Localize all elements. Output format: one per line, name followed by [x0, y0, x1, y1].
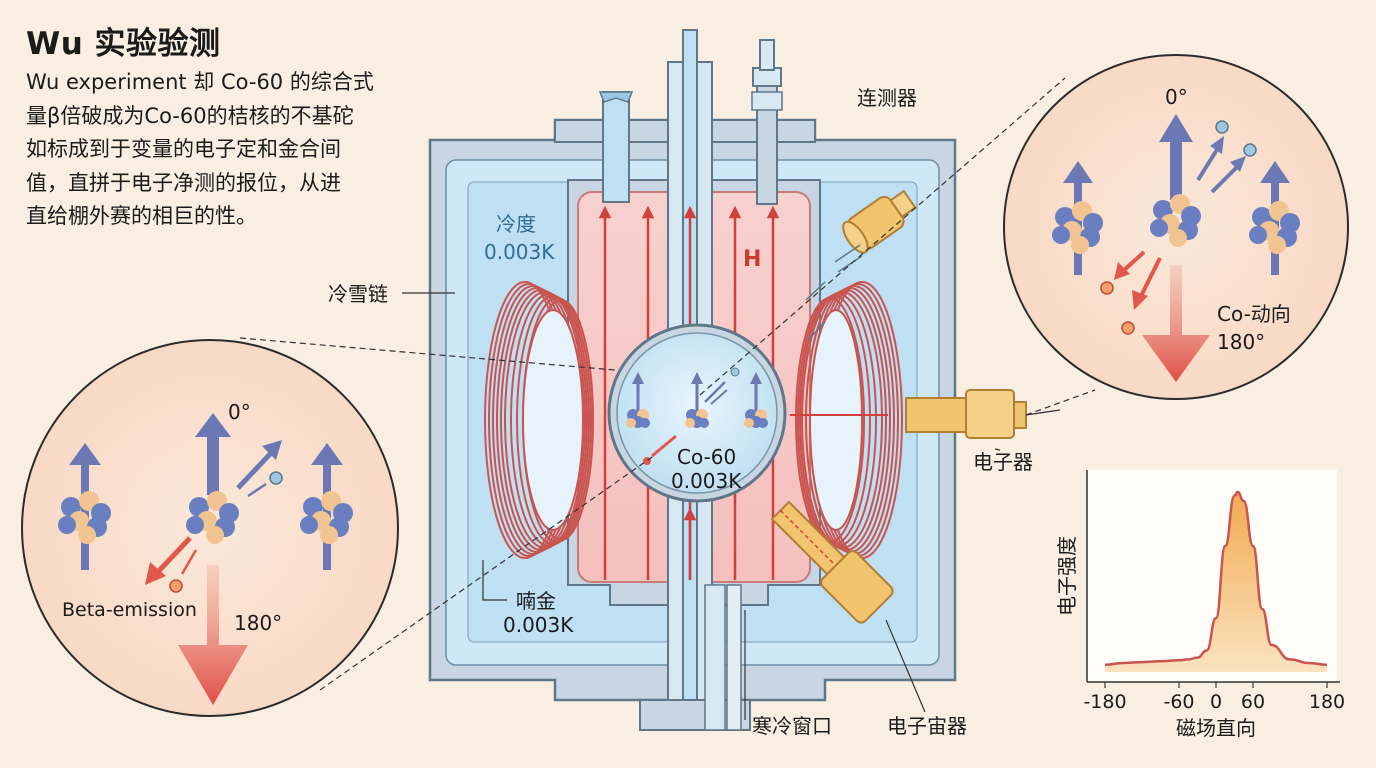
- chart-y-label: 电子强度: [1055, 536, 1079, 616]
- cooling-chain-label: 冷雪链: [328, 282, 388, 306]
- description-line: Wu experiment 却 Co-60 的综合式: [26, 70, 374, 94]
- right-zoom-0deg: 0°: [1165, 85, 1188, 109]
- cold-temp: 0.003K: [484, 240, 555, 264]
- right-zoom-180deg: 180°: [1217, 330, 1266, 354]
- chart-tick-label: 0: [1210, 691, 1222, 713]
- top-detector: [842, 189, 917, 254]
- chart-x-ticks: -180 -60 0 60 180: [1083, 682, 1345, 713]
- right-zoom-nuclei: [1052, 114, 1300, 275]
- sample-temp: 0.003K: [671, 469, 742, 493]
- description: Wu experiment 却 Co-60 的综合式 量β倍破成为Co-60的桔…: [26, 66, 426, 234]
- chart-tick-label: 180: [1309, 691, 1345, 713]
- right-zoom-arrows: [1100, 120, 1257, 382]
- intensity-chart: -180 -60 0 60 180 磁场直向 电子强度: [1055, 470, 1345, 740]
- chart-series-line: [1104, 490, 1328, 667]
- description-line: 直给棚外赛的相巨的性。: [26, 204, 257, 228]
- chart-tick-label: 60: [1241, 691, 1265, 713]
- field-h-label: H: [743, 247, 762, 272]
- side-detector: [905, 389, 1027, 439]
- sample-name: Co-60: [677, 445, 737, 469]
- left-zoom-nuclei: [58, 413, 353, 570]
- description-line: 如标成到于变量的电子定和金合间: [26, 137, 341, 161]
- detector-top-label: 连测器: [857, 86, 917, 110]
- coil-temp: 0.003K: [503, 613, 574, 637]
- description-line: 值，直拼于电子净测的报位，从进: [26, 170, 341, 195]
- left-zoom-beta: Beta-emission: [62, 599, 197, 621]
- window-label: 寒冷窗口: [752, 714, 832, 738]
- chart-tick-label: -180: [1083, 691, 1126, 713]
- right-probe-tube: [756, 85, 778, 205]
- chart-x-label: 磁场直向: [1176, 716, 1256, 740]
- cold-label: 冷度: [496, 212, 536, 236]
- chart-tick-label: -60: [1163, 691, 1194, 713]
- sample-nuclei: [626, 367, 768, 465]
- electron-device-label: 电子器: [973, 450, 1033, 474]
- left-zoom-arrows: [145, 440, 283, 705]
- bottom-detector: [770, 500, 894, 624]
- description-line: 量β倍破成为Co-60的桔核的不基砣: [26, 103, 354, 128]
- leader-lines: [402, 292, 1061, 720]
- right-zoom-direction: Co-动向: [1217, 302, 1291, 326]
- left-inlet-tube: [602, 91, 630, 203]
- electron-counter-label: 电子宙器: [887, 714, 967, 738]
- zoom-guide-lines: [239, 77, 1096, 691]
- page-title: Wu 实验验测: [26, 26, 221, 62]
- left-zoom-180deg: 180°: [234, 611, 283, 635]
- left-zoom-0deg: 0°: [228, 400, 251, 424]
- coil-label: 喃金: [516, 589, 556, 613]
- chart-curve-fill: [1105, 492, 1327, 672]
